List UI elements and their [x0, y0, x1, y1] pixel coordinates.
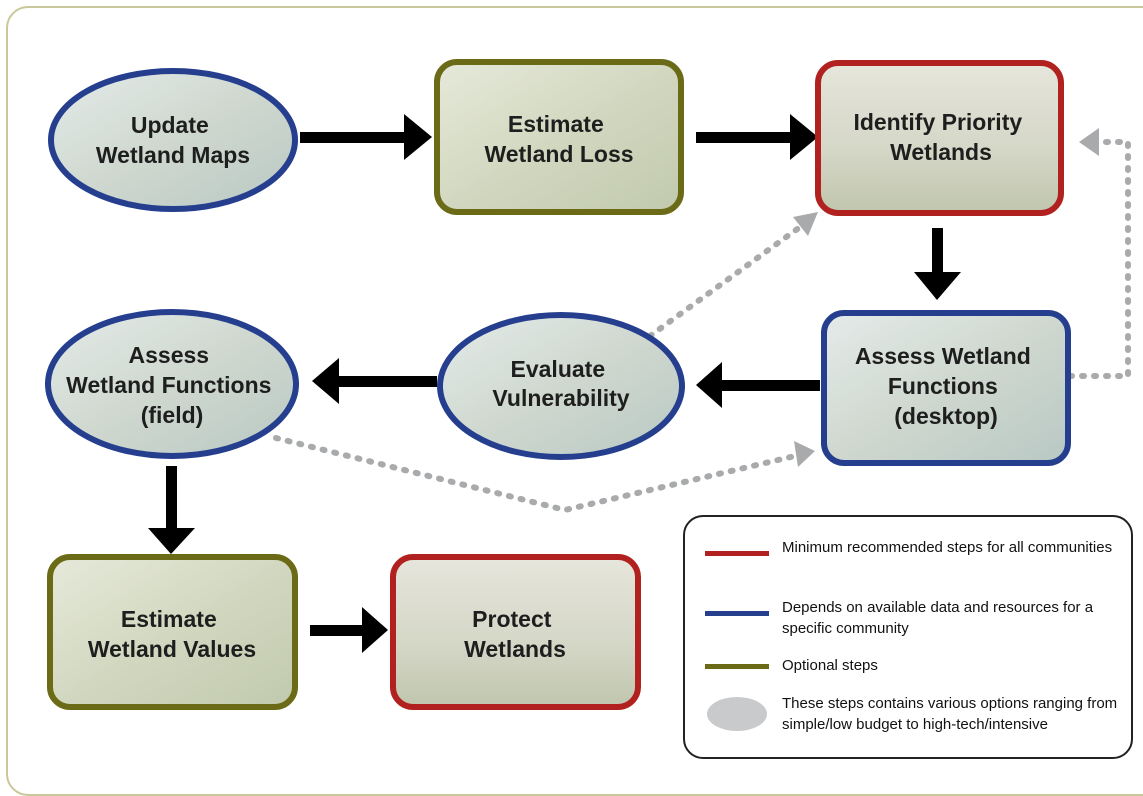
node-evaluate-vulnerability: Evaluate Vulnerability: [437, 312, 685, 460]
arrow-identify-to-desktop: [914, 228, 961, 300]
blue-line-swatch: [705, 611, 769, 616]
node-label: Assess Wetland Functions (desktop): [855, 343, 1037, 429]
arrow-field-to-values: [148, 466, 195, 554]
legend-text: Optional steps: [782, 657, 878, 674]
node-label: Update Wetland Maps: [96, 112, 250, 168]
node-assess-functions-desktop: Assess Wetland Functions (desktop): [821, 310, 1071, 466]
arrow-evaluate-to-field: [312, 358, 437, 404]
legend-text: Minimum recommended steps for all commun…: [782, 539, 1113, 556]
optional-connectors: [273, 128, 1131, 514]
gray-arrowhead-into-identify: [1079, 128, 1099, 156]
arrow-values-to-protect: [310, 607, 388, 653]
node-update-wetland-maps: Update Wetland Maps: [48, 68, 298, 212]
node-estimate-wetland-values: Estimate Wetland Values: [47, 554, 298, 710]
arrow-loss-to-identify: [696, 114, 818, 160]
legend-text: Depends on available data and resources …: [782, 599, 1094, 637]
node-label: Assess Wetland Functions (field): [66, 342, 278, 428]
node-label: Evaluate Vulnerability: [492, 356, 629, 411]
node-assess-functions-field: Assess Wetland Functions (field): [45, 309, 299, 459]
node-estimate-wetland-loss: Estimate Wetland Loss: [434, 59, 684, 215]
arrow-desktop-to-evaluate: [696, 362, 820, 408]
node-protect-wetlands: Protect Wetlands: [390, 554, 641, 710]
dotted-connector-desktop-to-identify: [1067, 139, 1131, 379]
dotted-connector-field-to-desktop: [273, 435, 798, 514]
node-label: Identify Priority Wetlands: [853, 109, 1028, 165]
node-label: Protect Wetlands: [464, 606, 566, 662]
gray-arrowhead-into-desktop: [794, 441, 815, 467]
dotted-connector-evaluate-to-identify: [647, 224, 803, 339]
gray-arrowhead-into-identify-from-evaluate: [793, 212, 818, 236]
legend-text: These steps contains various options ran…: [782, 695, 1118, 733]
node-label: Estimate Wetland Values: [88, 606, 256, 662]
legend-box: Minimum recommended steps for all commun…: [683, 515, 1133, 759]
arrow-maps-to-loss: [300, 114, 432, 160]
node-identify-priority-wetlands: Identify Priority Wetlands: [815, 60, 1064, 216]
solid-arrows: [148, 114, 961, 653]
gray-oval-swatch: [707, 697, 767, 731]
red-line-swatch: [705, 551, 769, 556]
node-label: Estimate Wetland Loss: [484, 111, 633, 167]
olive-line-swatch: [705, 664, 769, 669]
